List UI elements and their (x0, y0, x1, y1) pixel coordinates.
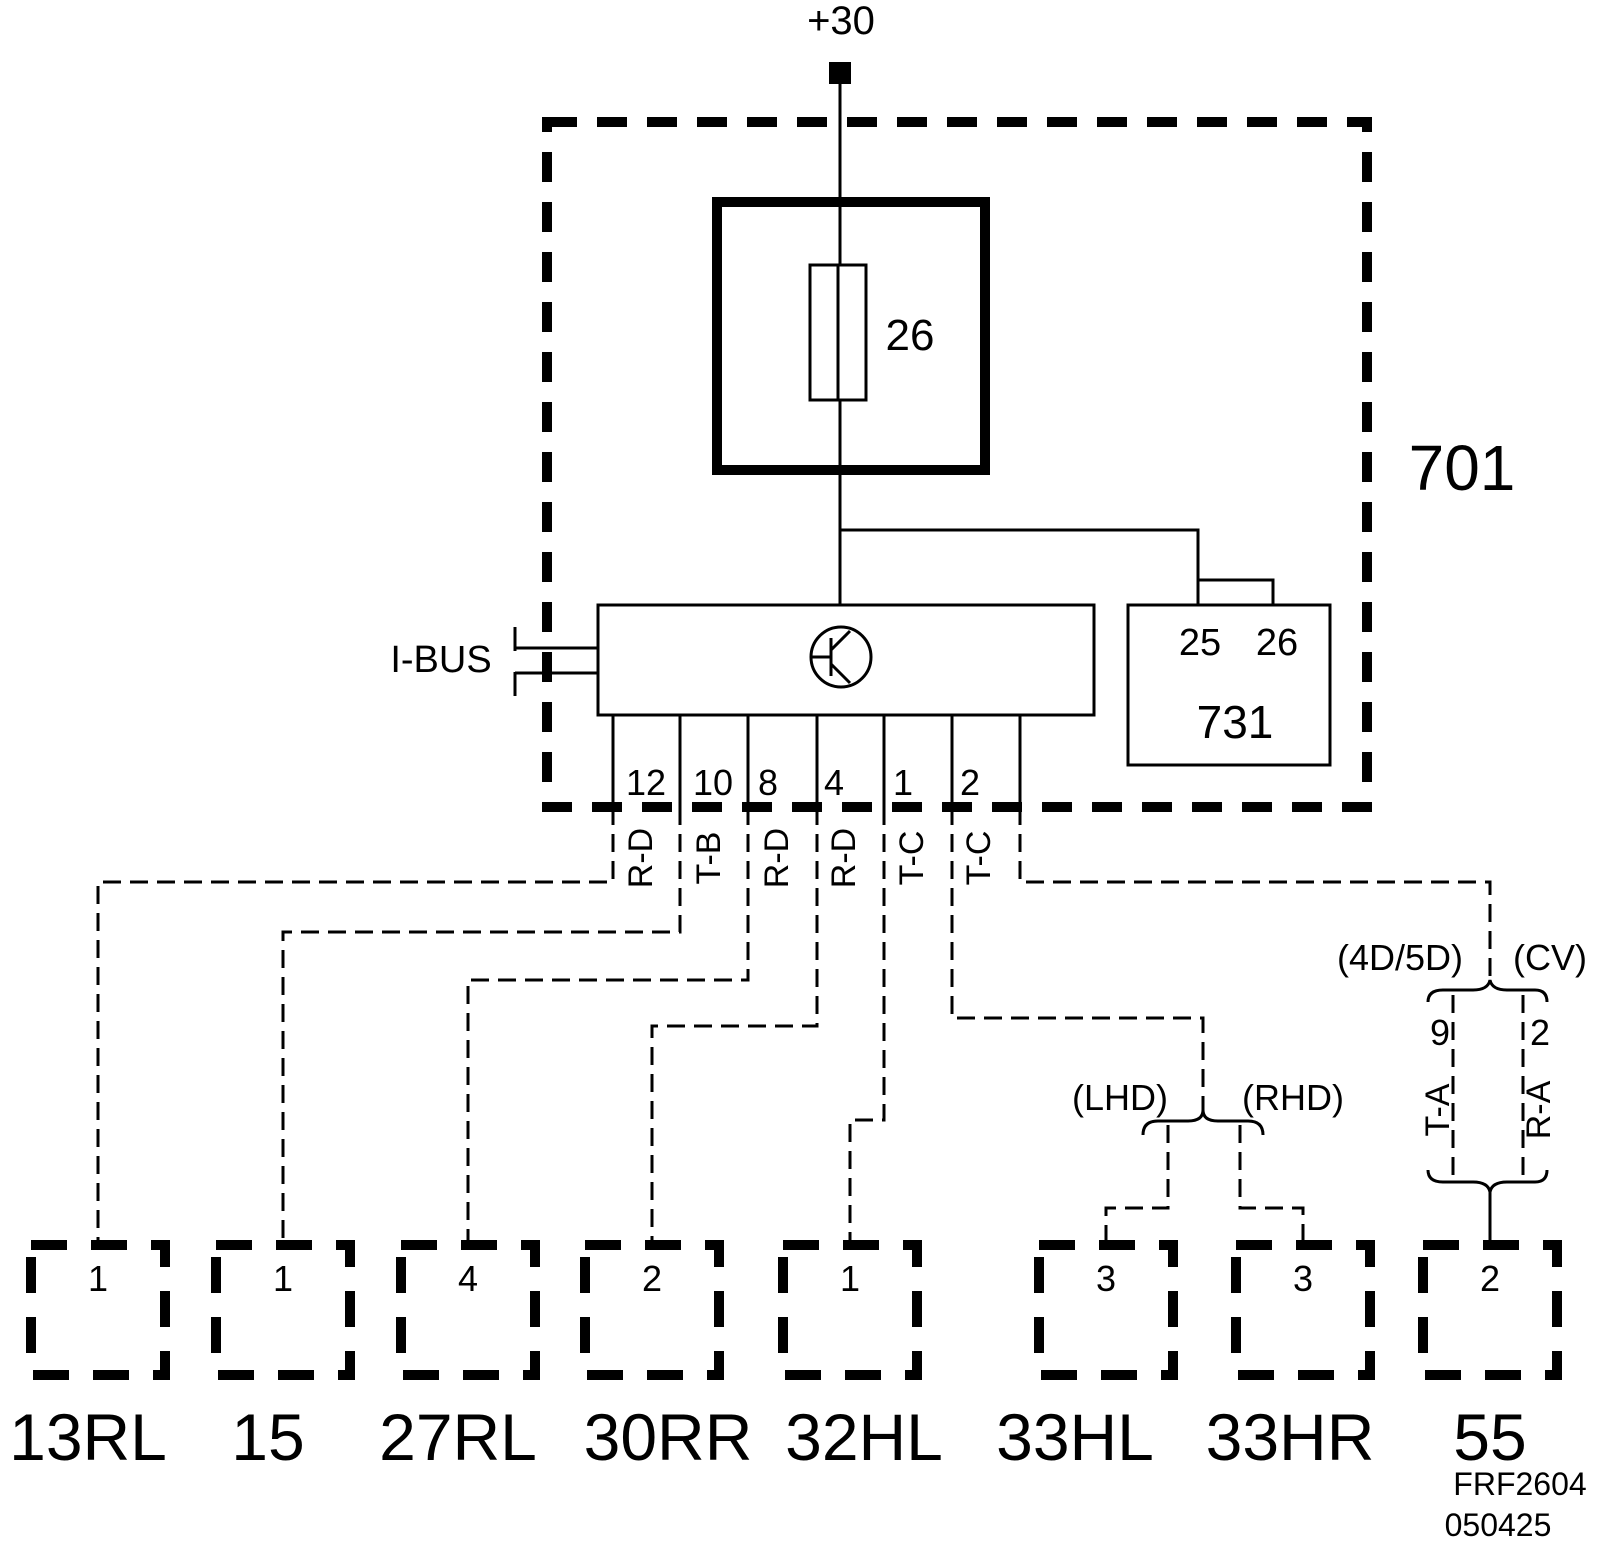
harness-pin-8 (466, 807, 750, 1245)
connector-box-33hl (1034, 1240, 1178, 1380)
connector-label-55: 55 (1453, 1400, 1526, 1474)
connector-pin-33hl: 3 (1096, 1258, 1116, 1299)
connector-box-27rl (396, 1240, 540, 1380)
output-pin-stubs (611, 715, 1022, 807)
output-pin-2: 2 (960, 762, 980, 803)
variant-rhd: (RHD) (1242, 1077, 1344, 1118)
output-pin-4: 4 (824, 762, 844, 803)
connector-pin-32hl: 1 (840, 1258, 860, 1299)
wire-code-pin-10: T-B (690, 832, 728, 885)
pin-4d5d: 9 (1430, 1012, 1450, 1053)
driver-module (596, 603, 1096, 717)
connector-pin-33hr: 3 (1293, 1258, 1313, 1299)
body-top-brace (1426, 979, 1549, 1003)
pin-25-26-bridge (1198, 578, 1275, 605)
fuse-number: 26 (886, 311, 935, 360)
fuse-box (712, 197, 990, 475)
connector-box-30rr (580, 1240, 724, 1380)
connector-pin-30rr: 2 (642, 1258, 662, 1299)
connector-box-33hr (1231, 1240, 1375, 1380)
wire-code-pin-8: R-D (758, 828, 796, 888)
connector-box-15 (211, 1240, 355, 1380)
footer-code: FRF2604 (1453, 1466, 1586, 1502)
output-pin-1: 1 (893, 762, 913, 803)
harness-pin-1 (848, 807, 886, 1245)
connector-label-30rr: 30RR (584, 1400, 753, 1474)
harness-lhd (1104, 1125, 1170, 1245)
wire-code-pin-2: T-C (960, 831, 998, 886)
module-701-outline (542, 117, 1372, 812)
module-701-label: 701 (1409, 432, 1516, 504)
connector-pin-13rl: 1 (88, 1258, 108, 1299)
branch-to-731 (840, 528, 1200, 605)
ibus-label: I-BUS (390, 639, 491, 681)
harness-unnumbered (1018, 807, 1492, 985)
connector-label-32hl: 32HL (785, 1400, 943, 1474)
connector-pin-15: 1 (273, 1258, 293, 1299)
harness-rhd (1238, 1125, 1305, 1245)
connector-box-55 (1418, 1240, 1562, 1380)
pin-cv: 2 (1530, 1012, 1550, 1053)
connector-box-13rl (26, 1240, 170, 1380)
output-pin-8: 8 (758, 762, 778, 803)
body-bottom-brace (1426, 1169, 1549, 1193)
harness-pin-12 (96, 807, 615, 1245)
connector-box-32hl (778, 1240, 922, 1380)
module-731-pin-25: 25 (1179, 622, 1221, 664)
connector-label-27rl: 27RL (379, 1400, 537, 1474)
connector-label-33hl: 33HL (996, 1400, 1154, 1474)
connector-label-15: 15 (231, 1400, 304, 1474)
harness-pin-10 (281, 807, 682, 1245)
transistor-emitter (829, 662, 852, 685)
wire-code-pin-4: R-D (825, 828, 863, 888)
module-731-label: 731 (1197, 696, 1274, 748)
connector-label-13rl: 13RL (9, 1400, 167, 1474)
output-pin-12: 12 (626, 762, 666, 803)
harness-pin-4 (650, 807, 819, 1245)
supply-terminal (829, 62, 851, 84)
connector-pin-27rl: 4 (458, 1258, 478, 1299)
connector-label-33hr: 33HR (1206, 1400, 1375, 1474)
variant-4d5d: (4D/5D) (1337, 937, 1463, 978)
wire-code-pin-12: R-D (622, 828, 660, 888)
wire-code-pin-1: T-C (893, 831, 931, 886)
variant-cv: (CV) (1513, 937, 1587, 978)
connectors: 1 13RL 1 15 4 27RL 2 30RR 1 32HL 3 33HL 3 33HR 2 55 (9, 1240, 1562, 1474)
module-731 (1126, 603, 1332, 767)
supply-label: +30 (807, 0, 875, 43)
wire-cv: R-A (1520, 1080, 1558, 1139)
footer-date: 050425 (1445, 1507, 1552, 1543)
connector-pin-55: 2 (1480, 1258, 1500, 1299)
output-pin-10: 10 (693, 762, 733, 803)
variant-lhd: (LHD) (1072, 1077, 1168, 1118)
lhd-rhd-brace (1141, 1109, 1265, 1136)
transistor-collector (829, 629, 852, 652)
wire-4d5d: T-A (1419, 1083, 1457, 1136)
module-731-pin-26: 26 (1256, 622, 1298, 664)
harness-pin-2 (950, 807, 1205, 1118)
